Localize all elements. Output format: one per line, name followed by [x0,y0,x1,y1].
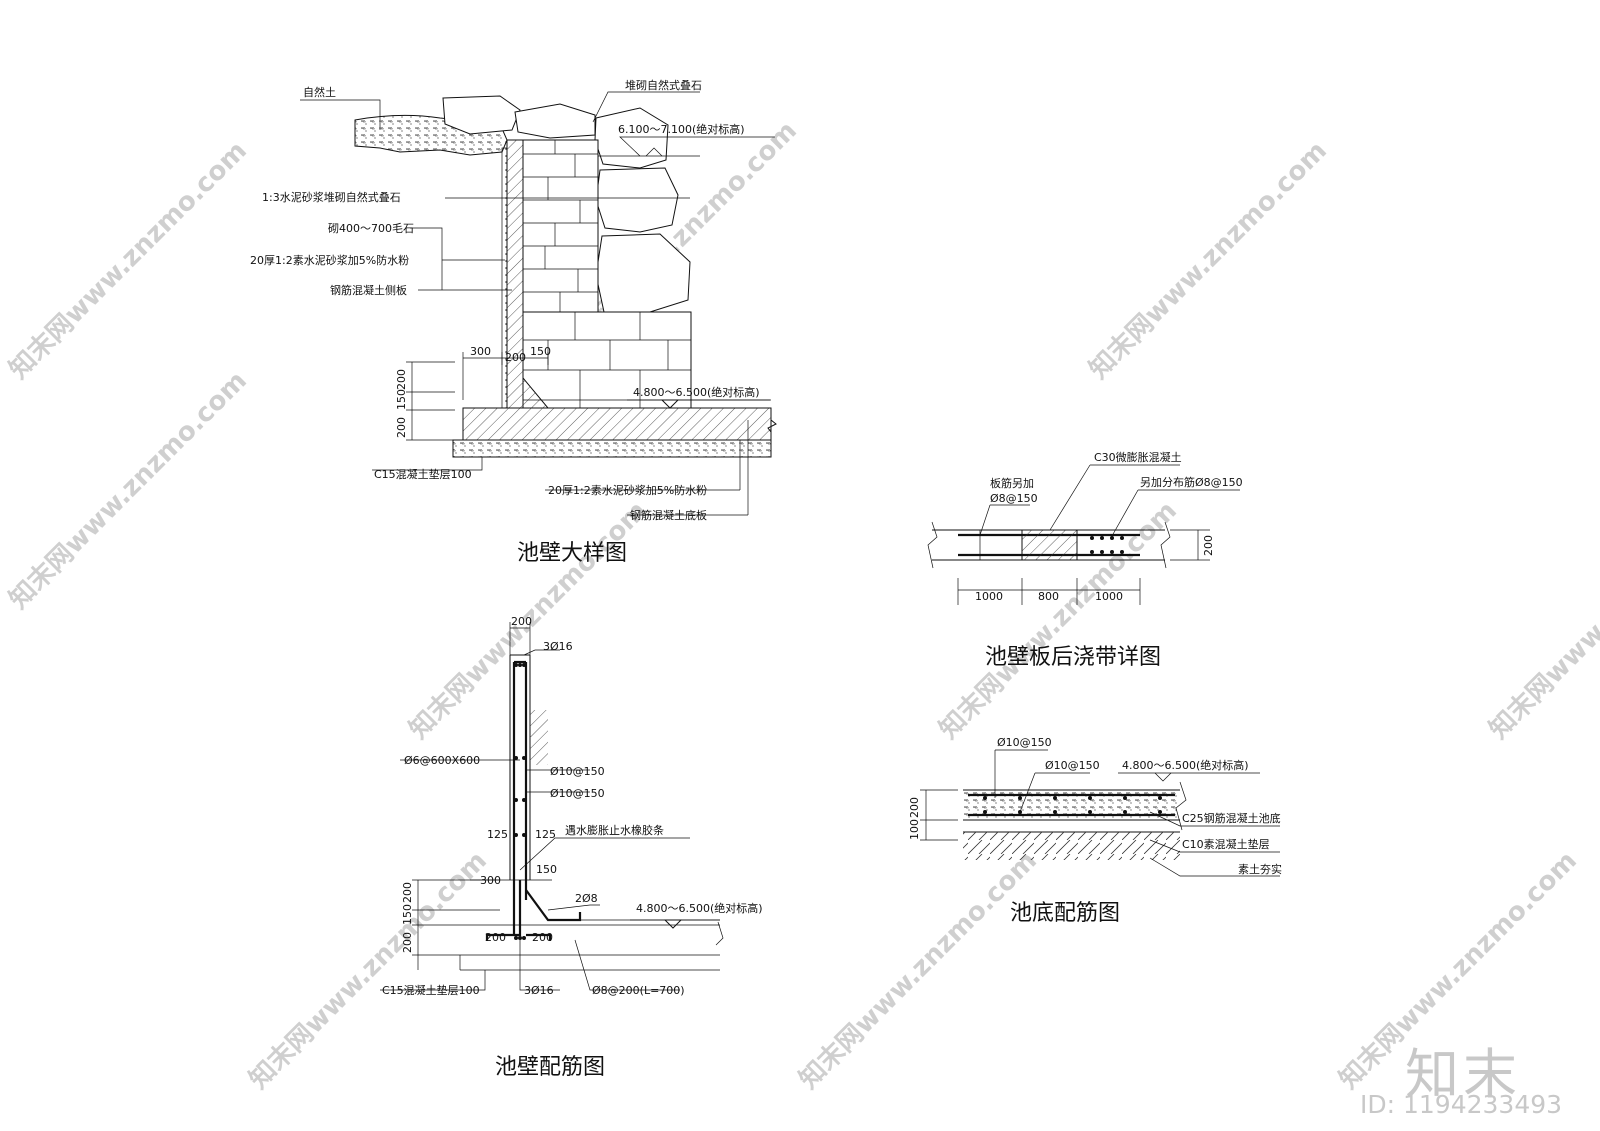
label-cushion: C15混凝土垫层100 [382,983,480,997]
label-waterproof-layer: 20厚1:2素水泥砂浆加5%防水粉 [250,253,409,267]
label-rebar-2: Ø10@150 [1045,759,1100,772]
label-top-bars: 3Ø16 [543,640,573,653]
label-c30-concrete: C30微膨胀混凝土 [1094,450,1182,464]
label-anchor-bars: Ø8@200(L=700) [592,984,685,997]
post-pour-strip-detail: C30微膨胀混凝土 板筋另加 Ø8@150 另加分布筋Ø8@150 1000 8… [927,450,1243,670]
dim-200: 200 [505,351,526,364]
title-post-pour-strip: 池壁板后浇带详图 [985,645,1161,670]
label-cushion: C10素混凝土垫层 [1182,837,1270,851]
brand-id: ID: 1194233493 [1360,1090,1563,1119]
label-waterproof-bottom: 20厚1:2素水泥砂浆加5%防水粉 [548,483,707,497]
label-elevation-bottom: 4.800～6.500(绝对标高) [633,385,760,399]
watermark-text: 知末网www.znzmo.com [794,846,1043,1095]
dim-bottom-200-left: 200 [485,931,506,944]
pool-bottom-reinforcement: Ø10@150 Ø10@150 4.800～6.500(绝对标高) C25钢筋混… [908,736,1282,926]
label-bottom-plate: 钢筋混凝土底板 [630,508,707,522]
label-bottom-bars: 3Ø16 [524,984,554,997]
dim-v200b: 200 [395,417,408,438]
watermark-text: 知末网www.znzmo.com [244,846,493,1095]
label-rebar-2: Ø10@150 [550,787,605,800]
label-corner-bars: 2Ø8 [575,892,598,905]
label-waterstop: 遇水膨胀止水橡胶条 [565,823,664,837]
label-mesh: Ø6@600X600 [404,754,480,767]
dim-v150: 150 [395,389,408,410]
pool-wall-reinforcement: 200 3Ø16 Ø6@600X600 Ø10@150 Ø10@150 125 … [380,615,763,1080]
title-pool-bottom-reinforcement: 池底配筋图 [1010,901,1120,926]
label-cushion: C15混凝土垫层100 [374,467,472,481]
dim-h200: 200 [1202,535,1215,556]
label-side-plate: 钢筋混凝土侧板 [330,283,407,297]
label-extra-bars-spec: Ø8@150 [990,492,1038,505]
brand-logo: 知末 [1405,1043,1521,1106]
dim-150: 150 [536,863,557,876]
label-mortar-stone: 1:3水泥砂浆堆砌自然式叠石 [262,190,401,204]
label-extra-bars: 板筋另加 [990,476,1034,490]
watermark-text: 知末网www.znzmo.com [1084,136,1333,385]
dim-v150: 150 [401,904,414,925]
dim-300: 300 [480,874,501,887]
dim-v200b: 200 [401,932,414,953]
dim-v100: 100 [908,819,921,840]
label-rebar-1: Ø10@150 [997,736,1052,749]
brand-block: 知末 ID: 1194233493 [1360,1030,1580,1120]
dim-800: 800 [1038,590,1059,603]
label-stacked-stone: 堆砌自然式叠石 [625,78,702,92]
label-rubble: 砌400～700毛石 [328,222,414,235]
label-elevation: 4.800～6.500(绝对标高) [1122,758,1249,772]
dim-right-125: 125 [535,828,556,841]
label-elevation-top: 6.100～7.100(绝对标高) [618,122,745,136]
dim-bottom-200-right: 200 [532,931,553,944]
dim-1000-left: 1000 [975,590,1003,603]
dim-1000-right: 1000 [1095,590,1123,603]
watermark-text: 知末网www.znzmo.com [4,136,253,385]
label-rebar-1: Ø10@150 [550,765,605,778]
dim-left-125: 125 [487,828,508,841]
dim-v200: 200 [908,797,921,818]
label-slab: C25钢筋混凝土池底 [1182,811,1281,825]
label-soil: 素土夯实 [1238,862,1282,876]
dim-150: 150 [530,345,551,358]
watermark-text: 知末网www.znzmo.com [4,366,253,615]
label-elevation: 4.800～6.500(绝对标高) [636,901,763,915]
title-pool-wall-reinforcement: 池壁配筋图 [495,1055,605,1080]
dim-top-200: 200 [511,615,532,628]
pool-wall-detail: 自然土 堆砌自然式叠石 6.100～7.100(绝对标高) 1:3水泥砂浆堆砌自… [250,78,777,566]
title-pool-wall-detail: 池壁大样图 [517,541,627,566]
dim-v200: 200 [395,369,408,390]
label-natural-soil: 自然土 [303,85,336,99]
label-distribution-bars: 另加分布筋Ø8@150 [1140,475,1243,489]
watermark-text: 知末网www.znzmo.com [1484,496,1600,745]
dim-300: 300 [470,345,491,358]
dim-v200: 200 [401,882,414,903]
watermarks: 知末网www.znzmo.com 知末网www.znzmo.com 知末网www… [4,116,1600,1095]
